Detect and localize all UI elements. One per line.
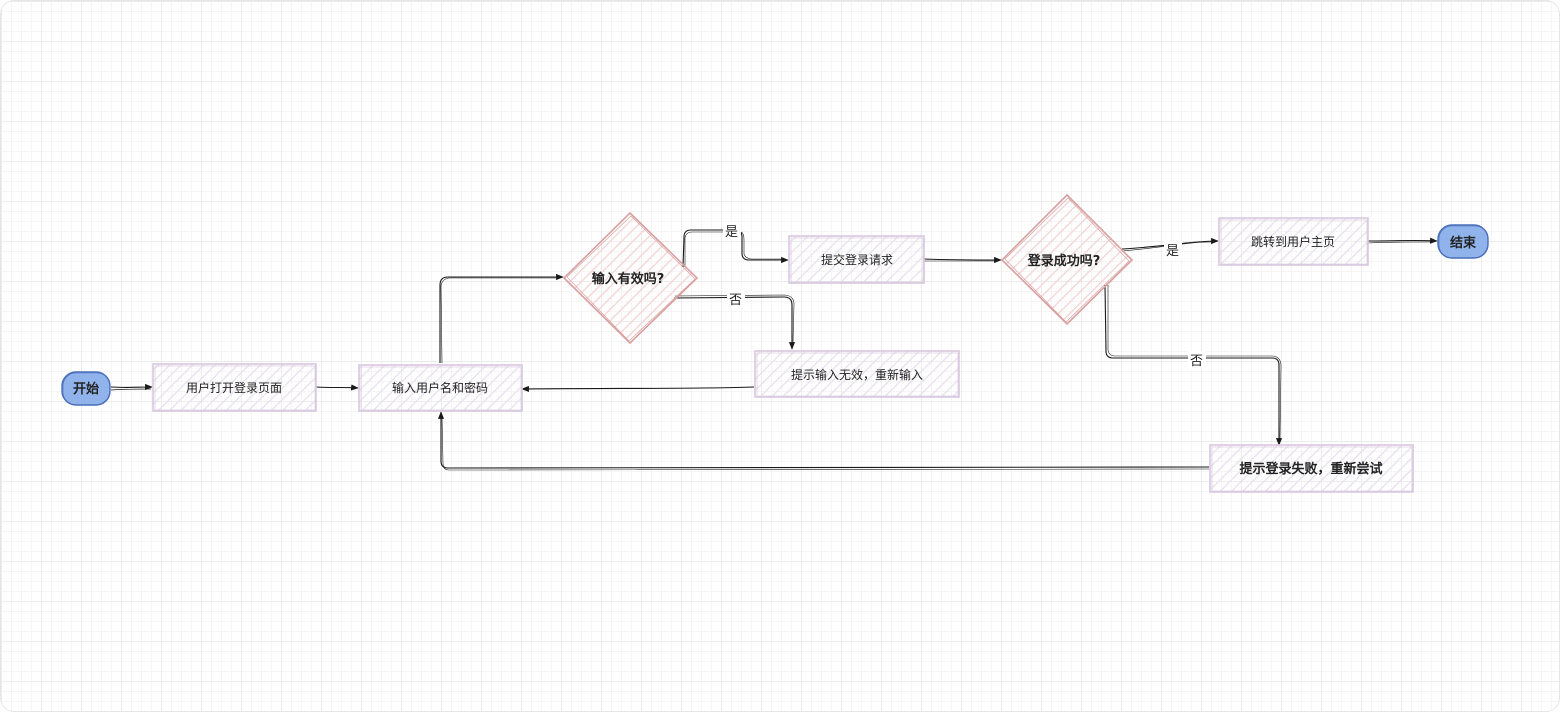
node-prompt-invalid-label: 提示输入无效，重新输入	[791, 367, 923, 382]
node-end[interactable]: 结束	[1437, 224, 1489, 259]
edge-submit-to-success	[923, 256, 1002, 264]
edge-open-to-enter	[315, 384, 359, 391]
node-start[interactable]: 开始	[61, 371, 111, 406]
node-start-label: 开始	[73, 381, 99, 397]
edge-label-valid-no: 否	[729, 293, 742, 308]
node-enter-credentials-label: 输入用户名和密码	[392, 380, 488, 395]
node-open-login-page[interactable]: 用户打开登录页面	[152, 363, 317, 412]
node-submit-login-label: 提交登录请求	[821, 252, 893, 267]
edge-label-valid-yes: 是	[725, 225, 738, 240]
node-login-success-decision[interactable]: 登录成功吗?	[1000, 193, 1134, 326]
node-enter-credentials[interactable]: 输入用户名和密码	[358, 364, 523, 412]
edge-failed-to-enter	[437, 411, 1210, 469]
node-end-label: 结束	[1450, 235, 1477, 251]
node-prompt-failed[interactable]: 提示登录失败，重新尝试	[1209, 444, 1414, 493]
node-input-valid-label: 输入有效吗?	[592, 271, 665, 287]
node-login-success-label: 登录成功吗?	[1027, 253, 1101, 269]
edge-label-success-yes: 是	[1166, 244, 1179, 259]
edge-valid-no	[673, 296, 796, 350]
node-prompt-invalid[interactable]: 提示输入无效，重新输入	[754, 350, 960, 398]
edge-labels: 是 否 是 否	[723, 222, 1206, 369]
node-input-valid-decision[interactable]: 输入有效吗?	[562, 211, 699, 345]
edges	[110, 229, 1438, 471]
edge-label-success-no: 否	[1190, 354, 1203, 369]
node-submit-login[interactable]: 提交登录请求	[788, 235, 925, 284]
edge-enter-to-valid	[439, 273, 564, 363]
node-prompt-failed-label: 提示登录失败，重新尝试	[1239, 461, 1382, 477]
node-goto-home-label: 跳转到用户主页	[1251, 234, 1335, 249]
node-goto-home[interactable]: 跳转到用户主页	[1218, 217, 1369, 266]
edge-invalid-to-enter	[521, 385, 755, 392]
node-open-login-page-label: 用户打开登录页面	[186, 380, 282, 395]
